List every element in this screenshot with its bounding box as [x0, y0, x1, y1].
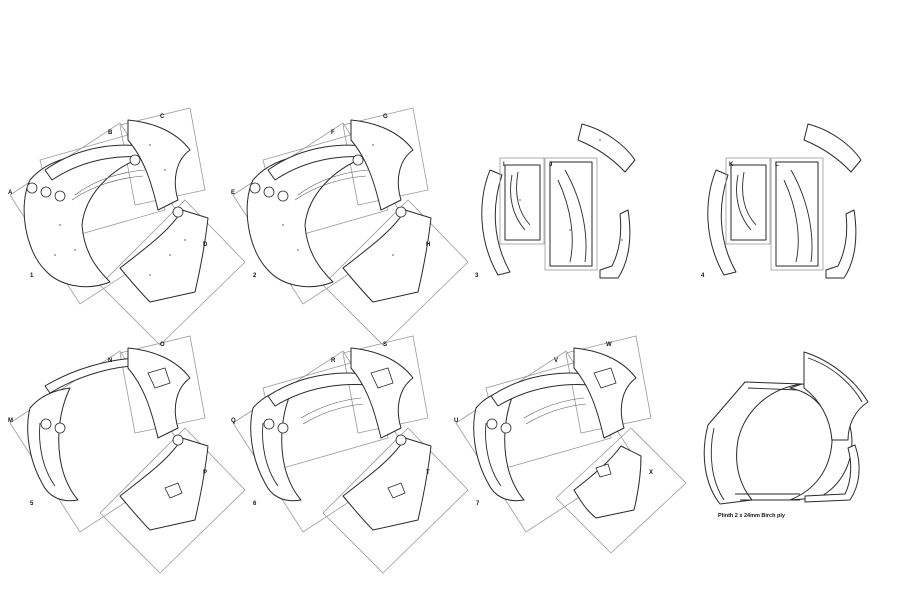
sheet-6-number: 6 [253, 501, 257, 507]
plinth-top-piece [803, 351, 869, 441]
sheet-4-label-k: K [729, 162, 734, 168]
sheet-2-label-g: G [383, 114, 388, 120]
sheet-7-number: 7 [476, 501, 480, 507]
inner-ring-part [504, 164, 541, 241]
corner-arc-part [599, 209, 631, 279]
sheet-1-number: 1 [30, 273, 34, 279]
sheet-4-number: 4 [701, 273, 705, 279]
sheet-2-number: 2 [253, 273, 257, 279]
sheet-5-label-p: P [203, 470, 207, 476]
sheet-7-label-w: W [606, 342, 612, 348]
sheet-1-label-c: C [160, 114, 165, 120]
sheet-2-label-e: E [231, 190, 235, 196]
sheet-5-label-m: M [8, 418, 13, 424]
sheet-3-label-i: I [503, 162, 505, 168]
sheet-2: E F G H 2 [231, 107, 469, 346]
sheet-1-label-d: D [203, 242, 208, 248]
sheet-1-label-a: A [8, 190, 13, 196]
sheet-6-label-r: R [331, 358, 336, 364]
curved-rail-part [481, 169, 511, 276]
sheet-7-label-v: V [554, 358, 558, 364]
sheet-5-number: 5 [30, 501, 34, 507]
corner-part [119, 209, 209, 303]
sheet-5-label-n: N [108, 358, 112, 364]
sheet-4: K L 4 [701, 123, 862, 279]
sheet-1: A B C D 1 [8, 107, 246, 346]
sheet-2-label-f: F [331, 130, 335, 136]
sheet-7-label-x: X [649, 470, 653, 476]
sheet-2-label-h: H [426, 242, 430, 248]
sheet-6-label-t: T [426, 470, 430, 476]
sector-part [127, 119, 191, 211]
sheet-7-label-u: U [454, 418, 458, 424]
plinth-outline [703, 381, 803, 505]
sheet-3-label-j: J [549, 162, 552, 168]
sheet-6: Q R S T 6 [231, 335, 469, 574]
arc-panel-part [549, 161, 593, 267]
sheet-6-label-s: S [383, 342, 387, 348]
sheet-3-number: 3 [475, 273, 479, 279]
plinth-assembly: Plinth 2 x 24mm Birch ply [703, 351, 869, 519]
plinth-caption: Plinth 2 x 24mm Birch ply [718, 513, 786, 519]
sheet-4-label-l: L [775, 162, 779, 168]
sheet-1-label-b: B [108, 130, 113, 136]
top-arc-part [577, 123, 636, 173]
sheet-7: U V W X 7 [454, 335, 687, 554]
sheet-3: I J 3 [475, 123, 636, 279]
sheet-6-label-q: Q [231, 418, 236, 424]
sheet-5-label-o: O [160, 342, 165, 348]
plinth-side-piece [804, 444, 860, 503]
sheet-5: M N O P 5 [8, 335, 246, 574]
